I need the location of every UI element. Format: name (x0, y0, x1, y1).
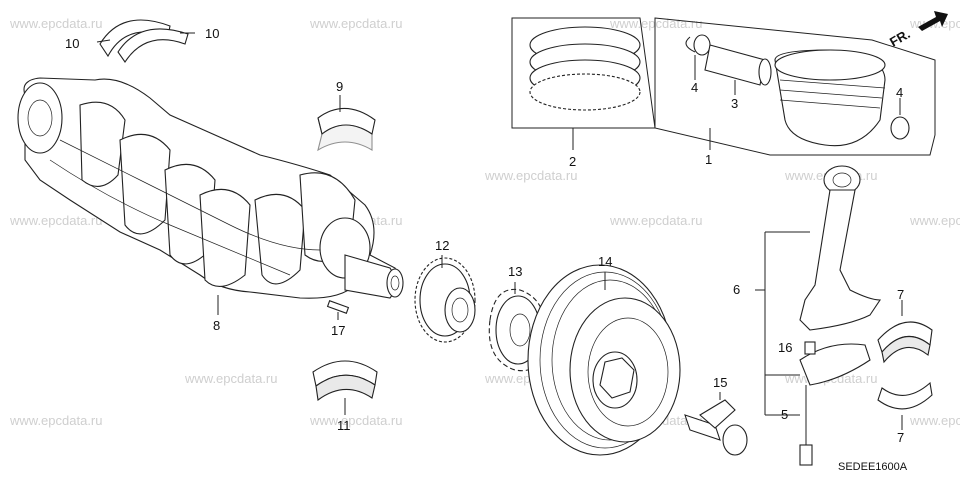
fr-arrow-icon (918, 11, 948, 31)
callout-1: 1 (705, 152, 712, 167)
watermark: www.epcdata.ru (609, 213, 703, 228)
watermark: www.epcdata.ru (609, 16, 703, 31)
callout-12: 12 (435, 238, 449, 253)
watermark: www.epcdata.ru (909, 413, 960, 428)
watermark: www.epcdata.ru (9, 413, 103, 428)
watermark: www.epcdata.ru (309, 413, 403, 428)
pulley-bolt-part (684, 392, 748, 456)
crank-pulley-part (527, 264, 681, 456)
timing-gear-part (414, 255, 476, 343)
piston-assembly-part (654, 17, 936, 156)
callout-2: 2 (569, 154, 576, 169)
callout-4-left: 4 (691, 80, 698, 95)
callout-13: 13 (508, 264, 522, 279)
rod-bearing-part (877, 300, 933, 430)
callout-5: 5 (781, 407, 788, 422)
callout-7-bottom: 7 (897, 430, 904, 445)
callout-17: 17 (331, 323, 345, 338)
callout-15: 15 (713, 375, 727, 390)
watermark: www.epcdata.ru (484, 168, 578, 183)
watermark: www.epcdata.ru (9, 16, 103, 31)
callout-14: 14 (598, 254, 612, 269)
callout-3: 3 (731, 96, 738, 111)
callout-9: 9 (336, 79, 343, 94)
callout-7-top: 7 (897, 287, 904, 302)
lower-bearing-part (312, 360, 378, 415)
watermark: www.epcdata.ru (909, 213, 960, 228)
thrust-washer-part (96, 19, 195, 63)
upper-bearing-part (317, 95, 376, 152)
callout-11: 11 (337, 418, 351, 433)
piston-ring-set-part (511, 17, 656, 150)
key-part (326, 300, 350, 320)
connecting-rod-part (755, 165, 882, 466)
callout-4-right: 4 (896, 85, 903, 100)
callout-10-left: 10 (65, 36, 79, 51)
callout-10-right: 10 (205, 26, 219, 41)
drawing-code: SEDEE1600A (838, 461, 908, 473)
watermark: www.epcdata.ru (184, 371, 278, 386)
callout-8: 8 (213, 318, 220, 333)
watermark: www.epcdata.ru (9, 213, 103, 228)
callout-6: 6 (733, 282, 740, 297)
crankshaft-part (17, 77, 404, 315)
watermark: www.epcdata.ru (309, 16, 403, 31)
callouts: 10 10 9 8 17 11 12 13 14 15 2 1 4 3 4 6 … (65, 26, 904, 445)
callout-16: 16 (778, 340, 792, 355)
